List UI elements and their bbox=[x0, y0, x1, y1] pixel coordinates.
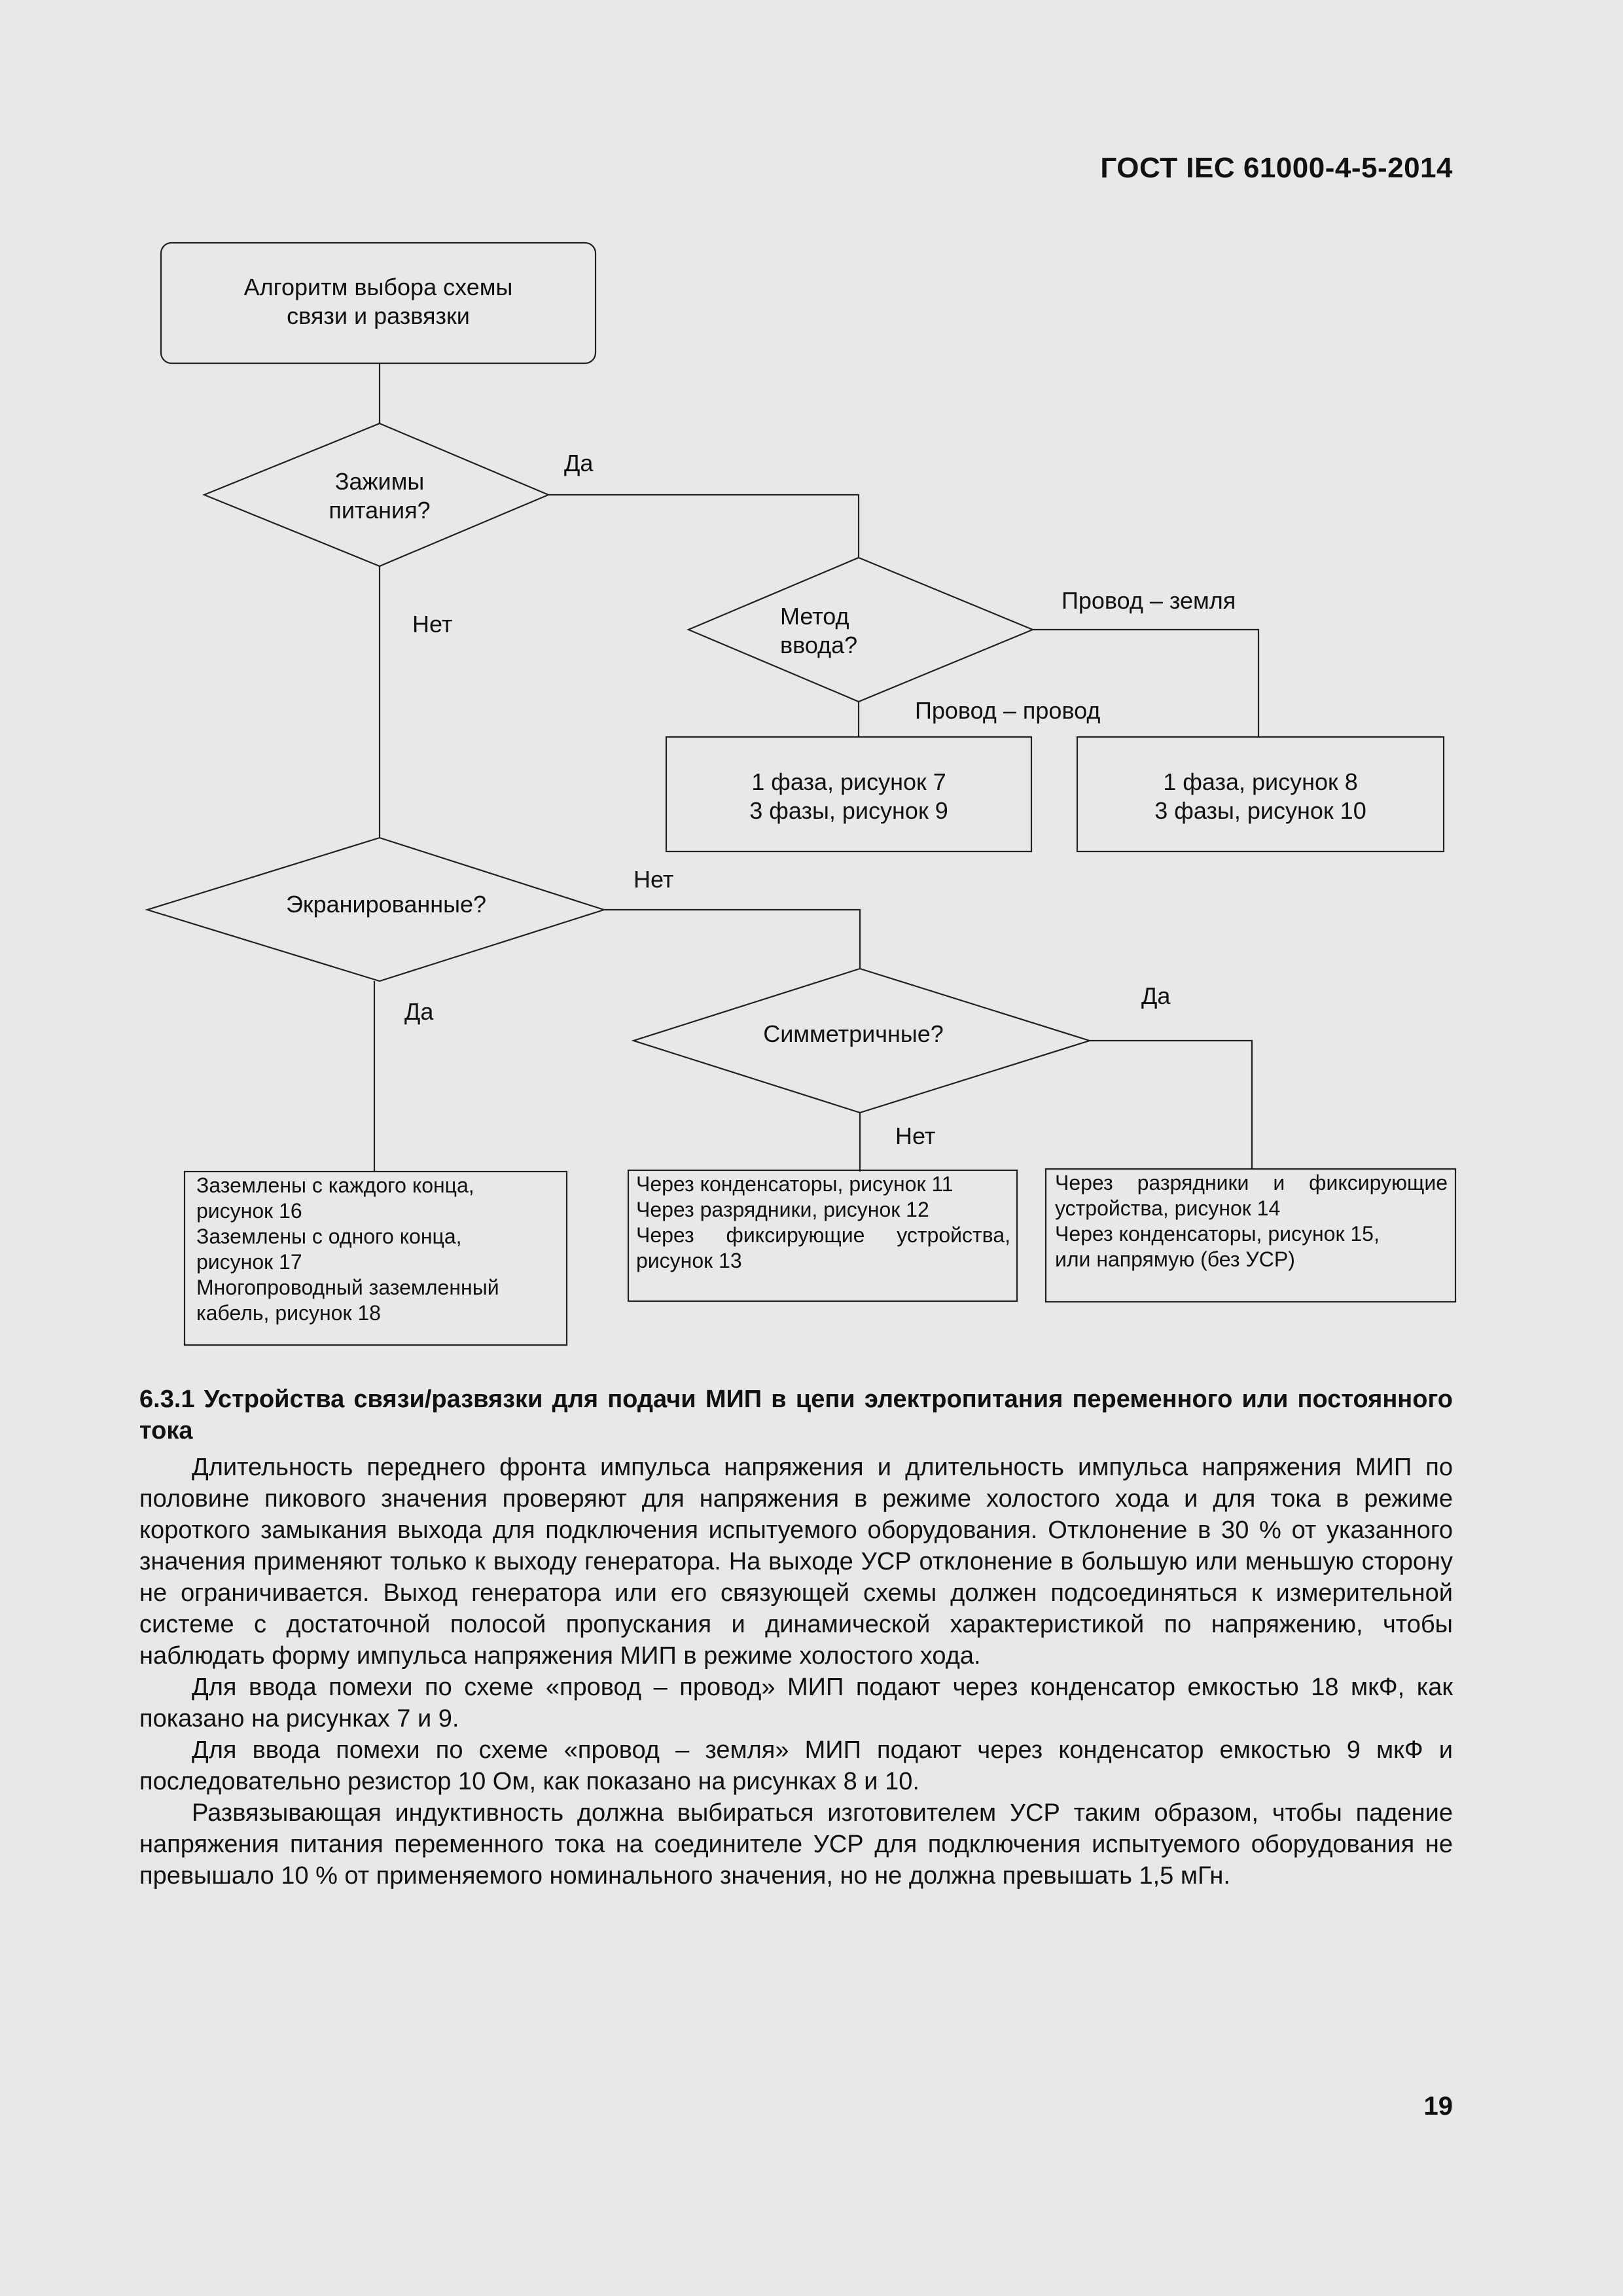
box-line-ground bbox=[1076, 736, 1445, 853]
box-shielded-cable bbox=[183, 1170, 568, 1346]
decision-shielded bbox=[145, 836, 607, 982]
box-line: Через конденсаторы, рисунок 15, bbox=[1055, 1222, 1380, 1246]
box-line-ground-text: 1 фаза, рисунок 8 3 фазы, рисунок 10 bbox=[1077, 768, 1444, 825]
decision-symmetric-text: Симметричные? bbox=[763, 1020, 944, 1047]
decision-line: питания? bbox=[329, 497, 431, 524]
box-line: 1 фаза, рисунок 7 bbox=[751, 768, 946, 795]
connector-d4-yes bbox=[1090, 1039, 1253, 1169]
d4-yes-label: Да bbox=[1141, 982, 1171, 1009]
box-line: 3 фазы, рисунок 9 bbox=[749, 797, 948, 824]
start-box-line: связи и развязки bbox=[287, 302, 470, 329]
box-line: рисунок 16 bbox=[196, 1199, 302, 1223]
page-number: 19 bbox=[1423, 2092, 1454, 2121]
d3-yes-label: Да bbox=[404, 998, 434, 1025]
box-line: Многопроводный заземленный bbox=[196, 1276, 499, 1299]
box-line: Через разрядники, рисунок 12 bbox=[636, 1198, 929, 1221]
section-paragraph: Длительность переднего фронта импульса н… bbox=[139, 1454, 1453, 1670]
box-line-line-text: 1 фаза, рисунок 7 3 фазы, рисунок 9 bbox=[666, 768, 1031, 825]
decision-shielded-text: Экранированные? bbox=[285, 891, 487, 918]
start-box-line: Алгоритм выбора схемы bbox=[243, 274, 513, 300]
decision-line: Зажимы bbox=[334, 468, 425, 495]
connector-d2-line-ground bbox=[1033, 628, 1260, 737]
standard-header: ГОСТ IEC 61000-4-5-2014 bbox=[1100, 152, 1453, 184]
box-line: 1 фаза, рисунок 8 bbox=[1163, 768, 1358, 795]
box-symmetric-text: Через разрядники и фиксирующие устройств… bbox=[1055, 1170, 1448, 1272]
section-paragraph: Развязывающая индуктивность должна выбир… bbox=[139, 1799, 1453, 1890]
start-box-text: Алгоритм выбора схемы связи и развязки bbox=[161, 273, 596, 331]
box-line: Через фиксирующие устройства, bbox=[636, 1223, 1010, 1247]
section-6-3-1: 6.3.1 Устройства связи/развязки для пода… bbox=[139, 1384, 1453, 1892]
decision-power-terminals-text: Зажимы питания? bbox=[281, 467, 478, 525]
box-line: Заземлены с одного конца, bbox=[196, 1225, 462, 1248]
decision-line: Метод bbox=[780, 603, 849, 630]
connector-d1-yes bbox=[548, 493, 860, 558]
decision-input-method-text: Метод ввода? bbox=[780, 602, 931, 660]
box-line: Через конденсаторы, рисунок 11 bbox=[636, 1172, 954, 1196]
box-symmetric bbox=[1044, 1168, 1457, 1303]
box-line: кабель, рисунок 18 bbox=[196, 1301, 381, 1325]
d1-yes-label: Да bbox=[564, 450, 594, 476]
box-shielded-cable-text: Заземлены с каждого конца, рисунок 16 За… bbox=[196, 1173, 499, 1326]
box-unsymmetric bbox=[627, 1169, 1018, 1302]
box-line: Через разрядники и фиксирующие bbox=[1055, 1171, 1448, 1194]
connector-d3-no bbox=[604, 908, 861, 969]
box-line: Заземлены с каждого конца, bbox=[196, 1174, 474, 1197]
d2-line-ground-label: Провод – земля bbox=[1061, 587, 1236, 614]
box-line: рисунок 17 bbox=[196, 1250, 302, 1274]
section-paragraph: Для ввода помехи по схеме «провод – пров… bbox=[139, 1674, 1453, 1732]
d3-no-label: Нет bbox=[633, 866, 674, 893]
d1-no-label: Нет bbox=[412, 611, 453, 637]
box-line: рисунок 13 bbox=[636, 1249, 742, 1272]
d2-line-line-label: Провод – провод bbox=[915, 697, 1101, 724]
box-line: устройства, рисунок 14 bbox=[1055, 1196, 1281, 1220]
box-unsymmetric-text: Через конденсаторы, рисунок 11 Через раз… bbox=[636, 1172, 1010, 1274]
box-line-line bbox=[665, 736, 1033, 853]
decision-line: ввода? bbox=[780, 632, 858, 658]
box-line: или напрямую (без УСР) bbox=[1055, 1247, 1295, 1271]
flowchart-diagram bbox=[145, 242, 1457, 1346]
section-heading: 6.3.1 Устройства связи/развязки для пода… bbox=[139, 1386, 1453, 1444]
start-box bbox=[160, 242, 597, 365]
box-line: 3 фазы, рисунок 10 bbox=[1154, 797, 1366, 824]
section-paragraph: Для ввода помехи по схеме «провод – земл… bbox=[139, 1736, 1453, 1795]
d4-no-label: Нет bbox=[895, 1122, 936, 1149]
